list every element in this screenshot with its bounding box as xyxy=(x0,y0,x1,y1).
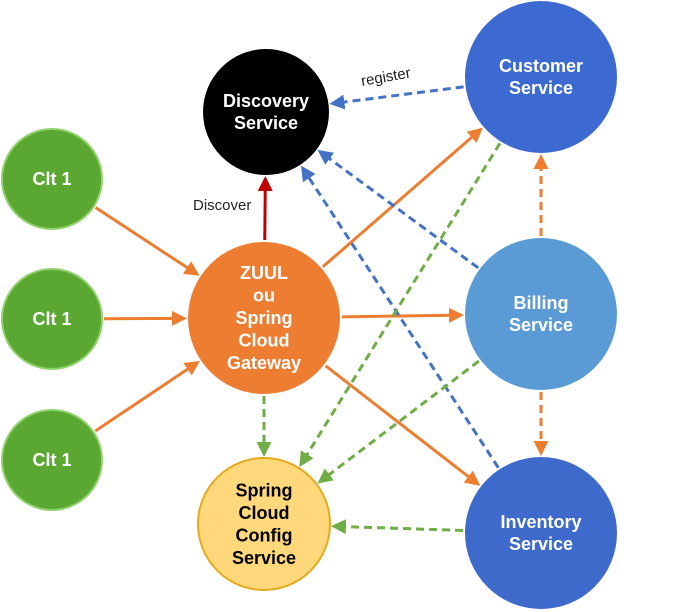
node-config-label-line-2: Config xyxy=(236,525,293,545)
edge-bill-disc-arrow xyxy=(317,149,480,270)
node-config-label-line-3: Service xyxy=(232,548,296,568)
node-client3: Clt 1 xyxy=(1,409,103,511)
node-gateway-label-line-1: ou xyxy=(253,286,275,306)
node-gateway-label-line-4: Gateway xyxy=(227,353,301,373)
node-discovery-label-line-1: Service xyxy=(234,113,298,133)
edge-inv-disc-arrow xyxy=(300,165,500,469)
edges-layer xyxy=(94,85,549,535)
edge-cust-conf-arrow xyxy=(299,142,502,468)
node-client1-label-line-0: Clt 1 xyxy=(32,169,71,189)
node-client1: Clt 1 xyxy=(1,128,103,230)
node-billing-label-line-1: Service xyxy=(509,315,573,335)
edge-clt3-gw-arrow xyxy=(94,360,201,433)
node-config-label-line-1: Cloud xyxy=(239,503,290,523)
edge-inv-conf-arrow xyxy=(330,519,464,535)
node-billing-label-line-0: Billing xyxy=(514,293,569,313)
node-inventory-circle xyxy=(465,457,617,609)
node-client3-circle xyxy=(1,409,103,511)
node-inventory-label-line-0: Inventory xyxy=(500,512,581,532)
node-client1-circle xyxy=(1,128,103,230)
node-gateway-label-line-0: ZUUL xyxy=(240,263,288,283)
node-gateway-label-line-3: Cloud xyxy=(239,331,290,351)
node-client2: Clt 1 xyxy=(1,268,103,370)
node-billing-circle xyxy=(465,238,617,390)
edge-clt1-gw-arrow xyxy=(94,206,200,276)
edge-gw-disc-arrow xyxy=(257,175,273,241)
edge-bill-conf-arrow xyxy=(317,359,480,484)
node-gateway-circle xyxy=(188,242,340,394)
node-gateway-label-line-2: Spring xyxy=(236,308,293,328)
node-client3-label-line-0: Clt 1 xyxy=(32,450,71,470)
node-client2-circle xyxy=(1,268,103,370)
edge-gw-inv-arrow xyxy=(324,364,481,486)
node-client2-label-line-0: Clt 1 xyxy=(32,309,71,329)
node-config-label-line-0: Spring xyxy=(236,480,293,500)
discover-label: Discover xyxy=(193,197,251,214)
node-customer-label-line-1: Service xyxy=(509,78,573,98)
node-discovery-circle xyxy=(203,49,329,175)
node-customer-label-line-0: Customer xyxy=(499,56,583,76)
edge-gw-cust-arrow xyxy=(321,127,483,268)
edge-gw-bill-arrow xyxy=(341,307,465,323)
node-discovery-label-line-0: Discovery xyxy=(223,91,309,111)
node-config-circle xyxy=(197,457,331,591)
register-label: register xyxy=(360,65,412,90)
edge-cust-disc-arrow xyxy=(329,85,464,110)
node-inventory-label-line-1: Service xyxy=(509,534,573,554)
node-customer-circle xyxy=(465,1,617,153)
